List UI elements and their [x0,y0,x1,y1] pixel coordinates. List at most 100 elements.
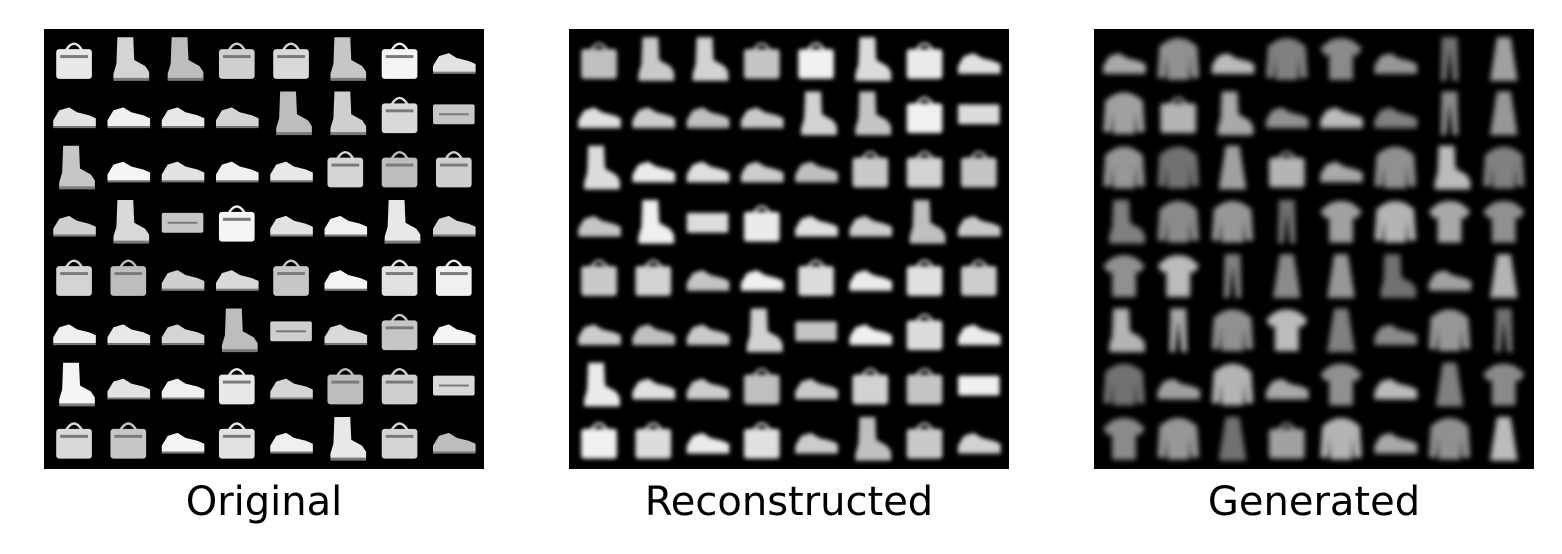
image-tile-dress [1489,91,1518,136]
image-tile-boot [1380,254,1417,298]
image-tile-bag [635,422,672,459]
image-tile-clutch [957,375,1000,396]
image-tile-shoe [1103,53,1146,74]
image-tile-boot [1434,145,1471,190]
image-tile-boot [855,37,892,81]
image-tile-bag [581,259,617,296]
image-tile-shoe [1265,378,1309,400]
image-tile-boot [746,308,783,353]
image-tile-shoe [324,324,368,346]
image-tile-bag [381,259,418,296]
image-tile-shoe [107,161,151,183]
image-tile-shoe [578,324,621,346]
image-tile-trousers [1223,254,1242,298]
image-tile-shoe [1157,378,1201,400]
image-tile-shoe [215,107,259,129]
image-tile-boot [167,37,204,81]
image-tile-shoe [632,378,676,400]
image-tile-dress [1489,37,1518,81]
image-tile-tshirt [1103,255,1145,297]
image-tile-shoe [740,161,784,183]
image-tile-boot [1217,91,1254,136]
image-tile-shirt [1157,200,1200,243]
image-tile-boot [113,37,150,81]
image-tile-shoe [1211,53,1255,74]
image-tile-shoe [686,161,730,183]
image-tile-shoe [53,324,96,346]
image-tile-shoe [432,215,476,237]
image-tile-bag [218,367,255,405]
image-tile-shirt [1211,200,1254,243]
image-tile-bag [906,150,943,188]
image-tile-bag [218,422,255,459]
image-tile-shoe [1428,270,1472,291]
image-tile-clutch [795,321,837,342]
image-tile-bag [381,422,418,459]
image-tile-shirt [1482,146,1525,189]
image-tile-shoe [686,270,730,291]
image-tile-bag [218,205,255,242]
image-tile-shirt [1211,363,1254,406]
image-tile-shoe [432,432,476,454]
image-tile-shoe [578,215,621,237]
image-tile-bag [743,422,780,459]
image-tile-bag [798,42,834,79]
image-tile-clutch [161,212,204,233]
image-tile-shoe [632,107,676,129]
image-tile-shoe [849,270,893,291]
image-tile-shoe [270,161,313,183]
image-tile-bag [327,150,364,188]
image-tile-shirt [1211,309,1254,352]
image-tile-clutch [957,104,1000,125]
image-tile-boot [59,362,95,407]
generated-grid-svg [1103,37,1525,461]
image-tile-bag [743,205,780,242]
image-tile-tshirt [1103,417,1145,460]
image-tile-shoe [161,324,205,346]
image-tile-shoe [632,324,676,346]
image-tile-shoe [161,107,205,129]
image-tile-boot [909,199,946,244]
image-tile-shoe [1374,378,1418,400]
image-tile-tshirt [1482,200,1525,243]
image-tile-bag [1268,150,1305,188]
image-tile-trousers [1440,37,1459,81]
image-tile-shoe [686,432,730,454]
image-tile-shoe [161,270,205,291]
image-tile-bag [960,150,997,188]
image-tile-bag [435,150,472,188]
image-tile-shoe [1320,161,1363,183]
original-image-grid [44,29,484,469]
image-tile-bag [1268,422,1305,459]
image-tile-shoe [1374,324,1418,346]
image-tile-trousers [1277,199,1296,244]
image-tile-tshirt [1482,363,1525,406]
image-tile-shoe [1374,432,1418,454]
image-tile-shirt [1265,38,1308,80]
image-tile-shoe [161,432,205,454]
reconstructed-caption: Reconstructed [644,479,934,525]
image-tile-boot [1109,199,1145,244]
generated-caption: Generated [1207,479,1421,525]
image-tile-boot [276,91,312,136]
image-tile-tshirt [1428,200,1471,243]
image-tile-boot [221,308,258,353]
image-tile-shoe [1374,53,1418,74]
image-tile-shoe [161,378,205,400]
image-tile-boot [638,37,675,81]
image-tile-shirt [1103,92,1145,135]
image-tile-bag [273,259,309,296]
image-tile-bag [581,422,617,459]
image-tile-boot [330,37,367,81]
image-tile-bag [110,422,147,459]
image-tile-dress [1489,254,1518,298]
image-tile-bag [743,367,780,405]
image-tile-bag [635,259,672,296]
image-tile-shoe [53,107,96,129]
image-tile-shoe [215,270,259,291]
image-tile-shoe [578,107,621,129]
image-tile-shoe [107,378,151,400]
image-tile-bag [381,367,418,405]
image-tile-shoe [270,432,313,454]
image-tile-boot [330,91,367,136]
